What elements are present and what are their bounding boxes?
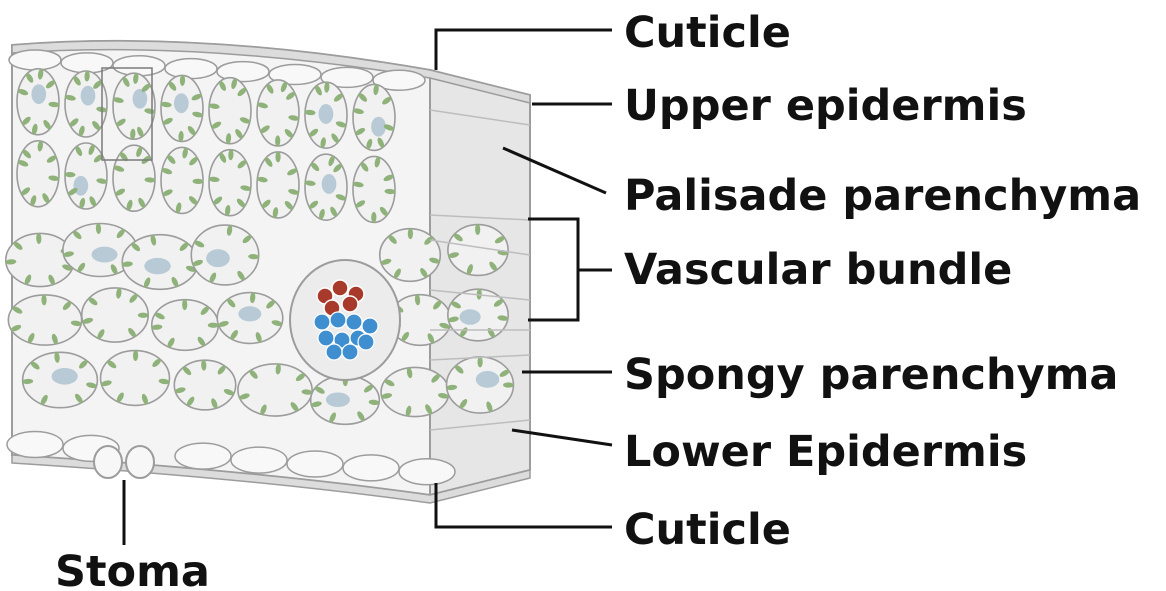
cell <box>238 364 312 416</box>
upper-epidermis-cell <box>113 56 165 76</box>
cell-vacuole <box>371 117 386 137</box>
chloroplast <box>275 151 280 162</box>
cell-vacuole <box>326 392 350 407</box>
label-cuticle-bottom: Cuticle <box>624 505 791 555</box>
cell-vacuole <box>52 368 78 385</box>
label-vascular-bundle: Vascular bundle <box>624 245 1012 295</box>
cell-vacuole <box>206 249 230 267</box>
cell-vacuole <box>238 306 261 321</box>
chloroplast <box>503 382 514 387</box>
phloem-cell <box>318 330 334 346</box>
cell-vacuole <box>322 174 337 194</box>
lower-epidermis-cell <box>7 431 63 457</box>
xylem-vessel <box>342 296 358 312</box>
vascular-bundle-illustration <box>290 260 400 380</box>
leaf-block-illustration <box>5 41 530 503</box>
phloem-cell <box>342 344 358 360</box>
xylem-vessel <box>332 280 348 296</box>
lower-epidermis-cell <box>231 447 287 473</box>
phloem-cell <box>326 344 342 360</box>
lower-epidermis-cell <box>175 443 231 469</box>
cell-vacuole <box>319 104 334 124</box>
label-upper-epidermis: Upper epidermis <box>624 81 1027 131</box>
cell-vacuole <box>144 258 170 274</box>
leader-vascular-bracket <box>528 219 578 320</box>
upper-epidermis-cell <box>165 59 217 79</box>
label-cuticle-top: Cuticle <box>624 8 791 58</box>
upper-epidermis-cell <box>61 53 113 73</box>
lower-epidermis-cell <box>399 459 455 485</box>
phloem-cell <box>346 314 362 330</box>
phloem-cell <box>330 312 346 328</box>
cell-vacuole <box>31 84 46 104</box>
cell-vacuole <box>81 86 96 106</box>
cell-vacuole <box>460 309 481 325</box>
phloem-cell <box>362 318 378 334</box>
label-lower-epidermis: Lower Epidermis <box>624 427 1027 477</box>
label-stoma: Stoma <box>55 547 210 591</box>
leader-cuticle-top <box>436 30 612 70</box>
upper-epidermis-cell <box>9 50 61 70</box>
phloem-cell <box>314 314 330 330</box>
cell-vacuole <box>476 371 499 388</box>
label-spongy: Spongy parenchyma <box>624 350 1118 400</box>
label-palisade: Palisade parenchyma <box>624 171 1141 221</box>
lower-epidermis-cell <box>343 455 399 481</box>
lower-epidermis-cell <box>287 451 343 477</box>
phloem-cell <box>358 334 374 350</box>
cell-vacuole <box>174 93 189 113</box>
cell-vacuole <box>92 247 118 263</box>
cell-vacuole <box>133 89 148 109</box>
